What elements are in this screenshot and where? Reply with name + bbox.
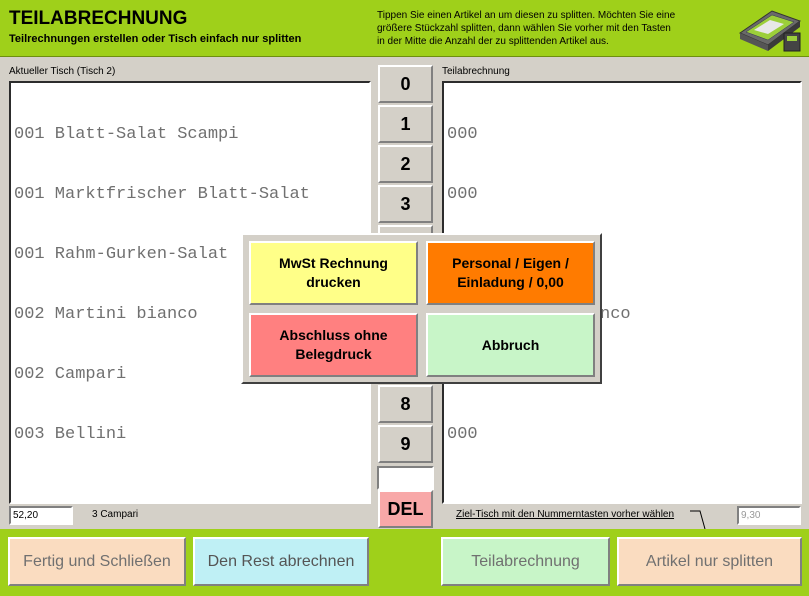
numkey-8[interactable]: 8: [378, 385, 433, 423]
target-table-hint: Ziel-Tisch mit den Nummerntasten vorher …: [456, 509, 675, 520]
partial-bill-label: Teilabrechnung: [442, 66, 510, 77]
numkey-9[interactable]: 9: [378, 425, 433, 463]
list-item[interactable]: 000: [447, 125, 478, 144]
split-items-button[interactable]: Artikel nur splitten: [617, 537, 802, 586]
list-item[interactable]: 002 Campari: [14, 365, 127, 384]
list-item[interactable]: 001 Rahm-Gurken-Salat: [14, 245, 229, 264]
staff-invitation-button[interactable]: Personal / Eigen / Einladung / 0,00: [426, 241, 595, 305]
quantity-field[interactable]: [377, 466, 434, 490]
list-item[interactable]: 001 Blatt-Salat Scampi: [14, 125, 239, 144]
partial-bill-button[interactable]: Teilabrechnung: [441, 537, 610, 586]
cancel-button[interactable]: Abbruch: [426, 313, 595, 377]
list-item[interactable]: 000: [447, 185, 478, 204]
vat-invoice-print-button[interactable]: MwSt Rechnung drucken: [249, 241, 418, 305]
page-subtitle: Teilrechnungen erstellen oder Tisch einf…: [9, 33, 302, 45]
delete-button[interactable]: DEL: [378, 490, 433, 528]
header-bar: TEILABRECHNUNG Teilrechnungen erstellen …: [0, 0, 809, 57]
numkey-3[interactable]: 3: [378, 185, 433, 223]
hint-connector-line: [690, 510, 706, 530]
selected-item-info: 3 Campari: [92, 509, 139, 520]
numkey-2[interactable]: 2: [378, 145, 433, 183]
numkey-1[interactable]: 1: [378, 105, 433, 143]
list-item[interactable]: 001 Marktfrischer Blatt-Salat: [14, 185, 310, 204]
list-item[interactable]: 002 Martini bianco: [14, 305, 198, 324]
close-without-receipt-button[interactable]: Abschluss ohne Belegdruck: [249, 313, 418, 377]
current-table-total: 52,20: [9, 506, 73, 525]
current-table-label: Aktueller Tisch (Tisch 2): [9, 66, 116, 77]
pos-terminal-icon: [738, 10, 802, 52]
finish-and-close-button[interactable]: Fertig und Schließen: [8, 537, 186, 586]
list-item[interactable]: 000: [447, 425, 478, 444]
payment-options-dialog: MwSt Rechnung drucken Personal / Eigen /…: [241, 233, 602, 384]
list-item[interactable]: 003 Bellini: [14, 425, 127, 444]
bill-remainder-button[interactable]: Den Rest abrechnen: [193, 537, 369, 586]
current-table-list[interactable]: 001 Blatt-Salat Scampi 001 Marktfrischer…: [9, 81, 371, 504]
help-text: Tippen Sie einen Artikel an um diesen zu…: [377, 10, 676, 47]
page-title: TEILABRECHNUNG: [9, 8, 188, 29]
partial-bill-total: 9,30: [737, 506, 801, 525]
numkey-0[interactable]: 0: [378, 65, 433, 103]
